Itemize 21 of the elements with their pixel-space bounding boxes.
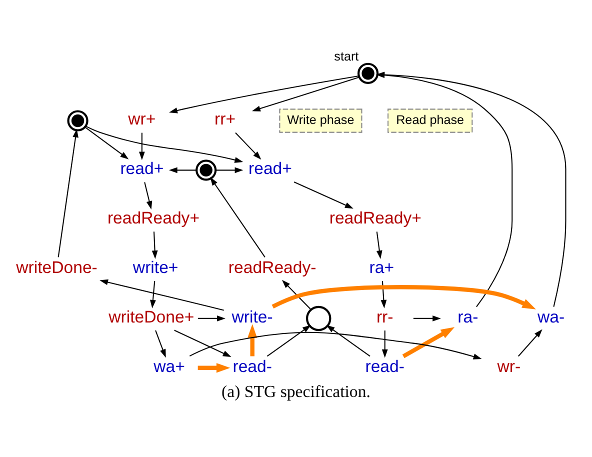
node-label: start bbox=[334, 49, 359, 64]
node-text: read- bbox=[365, 356, 404, 376]
node-text: readReady+ bbox=[329, 208, 422, 228]
node-text: rr- bbox=[376, 307, 394, 326]
node-text: writeDone+ bbox=[108, 307, 194, 326]
caption: (a) STG specification. bbox=[222, 382, 370, 402]
node-text: readReady+ bbox=[107, 208, 200, 228]
node-text: read- bbox=[232, 356, 272, 376]
node-text: write- bbox=[232, 307, 273, 326]
node-text: ra+ bbox=[369, 258, 394, 278]
node-text: wr+ bbox=[128, 110, 156, 129]
node-text: ra- bbox=[458, 307, 478, 326]
node-text: readReady- bbox=[228, 258, 316, 278]
node-text: wa+ bbox=[154, 356, 185, 376]
node-text: wa- bbox=[537, 307, 565, 326]
node-text: write+ bbox=[132, 258, 178, 278]
node-text: wr- bbox=[497, 356, 521, 376]
node-text: read+ bbox=[120, 159, 164, 178]
node-text: read+ bbox=[248, 159, 292, 178]
node-text: writeDone- bbox=[16, 258, 98, 278]
node-text: rr+ bbox=[214, 110, 236, 129]
